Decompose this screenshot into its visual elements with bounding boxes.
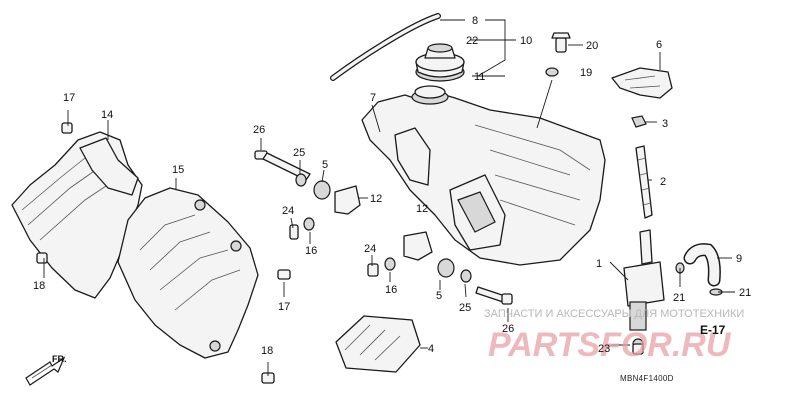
bolt-part-17-upper [61,122,73,134]
collar-part-5-lower [437,258,455,278]
callout-5-lower: 5 [436,290,442,302]
bracket-part-12-left [334,185,361,215]
callout-18-left: 18 [33,280,45,292]
grommet-part-16-upper [303,217,315,231]
callout-4: 4 [428,343,434,355]
bolt-part-23 [632,343,644,355]
leader-lines [43,19,735,376]
fuel-tank-part-7 [361,85,606,266]
bracket-part-6 [611,67,673,99]
callout-22: 22 [466,35,478,47]
callout-7: 7 [370,92,376,104]
callout-12-center: 12 [416,203,428,215]
callout-20: 20 [586,40,598,52]
diagram-code: MBN4F1400D [620,374,674,383]
direction-label: FR. [52,354,67,364]
callout-25-lower: 25 [459,302,471,314]
callout-25-upper: 25 [293,147,305,159]
callout-18-right: 18 [261,345,273,357]
callout-24-upper: 24 [282,205,294,217]
watermark-tagline: ЗАПЧАСТИ И АКСЕССУАРЫ ДЛЯ МОТОТЕХНИКИ [484,308,744,320]
watermark-logo: PARTSFOR.RU [488,326,732,364]
fuel-hose-part-9 [683,243,721,287]
washer-part-19 [545,67,559,77]
clip-part-3 [631,115,647,128]
washer-part-25-upper [295,173,307,187]
callout-2: 2 [660,176,666,188]
watermark: ЗАПЧАСТИ И АКСЕССУАРЫ ДЛЯ МОТОТЕХНИКИ PA… [484,308,744,364]
callout-8: 8 [472,15,478,27]
callout-1: 1 [596,258,602,270]
callout-12-right: 12 [370,193,382,205]
callout-10: 10 [520,35,532,47]
collar-part-5-upper [313,180,331,200]
callout-19: 19 [580,67,592,79]
reference-label: E-17 [700,323,726,337]
callout-15: 15 [172,164,184,176]
callout-6: 6 [656,39,662,51]
callout-3: 3 [662,118,668,130]
callout-24-lower: 24 [364,243,376,255]
breather-hose-part-8 [330,13,441,81]
callout-labels: 1 2 3 4 5 5 6 7 8 9 10 11 12 12 14 15 16… [33,15,751,357]
bolt-part-17-lower [277,269,291,280]
callout-9: 9 [736,253,742,265]
callout-26-lower: 26 [502,323,514,335]
washer-part-25-lower [460,269,472,283]
callout-17-upper: 17 [63,92,75,104]
callout-14: 14 [101,109,113,121]
right-shroud-part-15 [117,187,259,359]
callout-17-lower: 17 [278,301,290,313]
callout-26-upper: 26 [253,124,265,136]
callout-5-upper: 5 [322,159,328,171]
bolt-part-20 [551,32,571,53]
bracket-part-12-center [403,231,433,261]
callout-23: 23 [598,343,610,355]
front-direction-arrow: FR. [25,354,67,386]
bolt-part-24-lower [367,263,379,277]
bolt-part-26-lower [475,286,513,305]
bolt-part-24-upper [289,224,299,240]
rubber-mount-part-4 [335,315,421,373]
callout-16-lower: 16 [385,284,397,296]
bolt-part-18-left [36,252,48,264]
fuel-cap-part-11 [415,43,465,82]
grommet-part-16-lower [384,257,396,271]
callout-16-upper: 16 [305,245,317,257]
callout-11: 11 [474,71,485,83]
callout-21-right: 21 [739,287,751,299]
callout-21-left: 21 [673,292,685,304]
